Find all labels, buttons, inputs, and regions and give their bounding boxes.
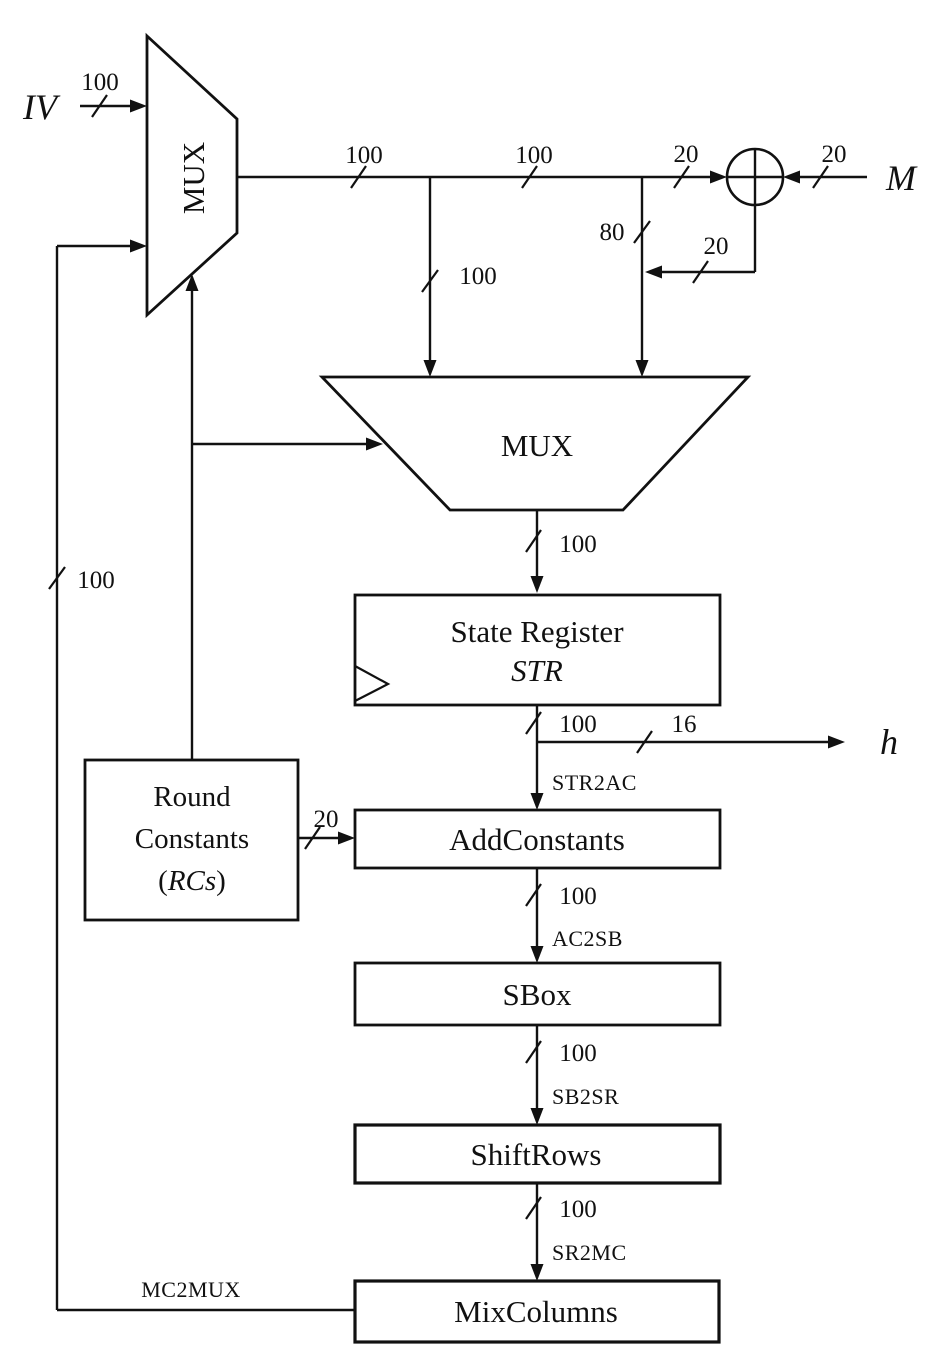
iv-input-wire	[80, 94, 147, 118]
m-input-wire	[783, 165, 867, 189]
round-constants-output-wire	[298, 826, 355, 850]
bus-width-hash-out: 16	[672, 711, 697, 738]
branch-right-down-wire	[633, 177, 651, 377]
add-constants-label: AddConstants	[449, 822, 625, 857]
signal-str2ac: STR2AC	[552, 770, 637, 795]
bus-width-iv: 100	[81, 69, 119, 96]
state-mux-output-wire	[525, 510, 544, 593]
m-input-label: M	[885, 158, 918, 198]
bus-width-str-out: 100	[559, 711, 597, 738]
bus-width-sbox-out: 100	[559, 1040, 597, 1067]
round-constants-paren-open: (	[158, 865, 168, 897]
bus-width-shift-rows-out: 100	[559, 1196, 597, 1223]
signal-sb2sr: SB2SR	[552, 1084, 619, 1109]
input-mux-label: MUX	[176, 142, 211, 214]
add-constants-block: AddConstants	[353, 808, 722, 870]
bus-width-xor-feedback: 20	[704, 233, 729, 260]
state-mux-block: MUX	[318, 375, 752, 512]
round-constants-block: Round Constants (RCs)	[83, 758, 300, 922]
round-constants-name: RCs	[167, 865, 216, 897]
signal-sr2mc: SR2MC	[552, 1240, 627, 1265]
bus-width-feedback: 100	[77, 567, 115, 594]
xor-node	[725, 147, 785, 207]
xor-feedback-wire	[645, 205, 757, 284]
signal-mc2mux: MC2MUX	[141, 1277, 241, 1302]
state-register-name: STR	[511, 653, 563, 688]
shiftrows-to-mixcolumns-wire	[525, 1183, 544, 1281]
round-constants-vertical-wire	[185, 274, 383, 760]
bus-width-mux-out-left: 100	[345, 142, 383, 169]
sbox-to-shiftrows-wire	[525, 1025, 544, 1125]
state-register-title: State Register	[450, 614, 624, 649]
bus-width-state-mux-out: 100	[559, 531, 597, 558]
shift-rows-block: ShiftRows	[353, 1123, 722, 1185]
bus-width-round-constants-out: 20	[314, 806, 339, 833]
sbox-label: SBox	[503, 977, 572, 1012]
bus-width-state-branch-right: 80	[600, 219, 625, 246]
input-mux-output-wire	[237, 165, 727, 189]
clock-chevron-icon	[354, 665, 391, 702]
bus-width-mux-out-mid: 100	[515, 142, 553, 169]
round-constants-line1: Round	[153, 781, 231, 813]
hash-output-wire	[537, 730, 845, 754]
shift-rows-label: ShiftRows	[471, 1137, 602, 1172]
round-constants-paren-close: )	[216, 865, 226, 897]
feedback-into-input-mux-wire	[57, 239, 147, 253]
mix-columns-label: MixColumns	[454, 1294, 618, 1329]
hash-output-label: h	[880, 722, 898, 762]
addconstants-to-sbox-wire	[525, 868, 544, 963]
bus-width-m-in: 20	[822, 141, 847, 168]
round-constants-line3: (RCs)	[158, 865, 226, 897]
bus-width-mux-out-right: 20	[674, 141, 699, 168]
branch-left-down-wire	[421, 177, 439, 377]
sbox-block: SBox	[353, 961, 722, 1027]
str-output-wire	[525, 705, 544, 810]
state-mux-label: MUX	[501, 428, 573, 463]
mix-columns-block: MixColumns	[353, 1279, 721, 1344]
bus-width-state-branch-left: 100	[459, 263, 497, 290]
bus-width-add-constants-out: 100	[559, 883, 597, 910]
mixcolumns-feedback-wire	[48, 246, 355, 1312]
state-register-block: State Register STR	[353, 593, 722, 707]
round-constants-line2: Constants	[135, 823, 249, 855]
signal-ac2sb: AC2SB	[552, 926, 623, 951]
iv-input-label: IV	[22, 87, 61, 127]
input-mux-block: MUX	[145, 32, 239, 319]
